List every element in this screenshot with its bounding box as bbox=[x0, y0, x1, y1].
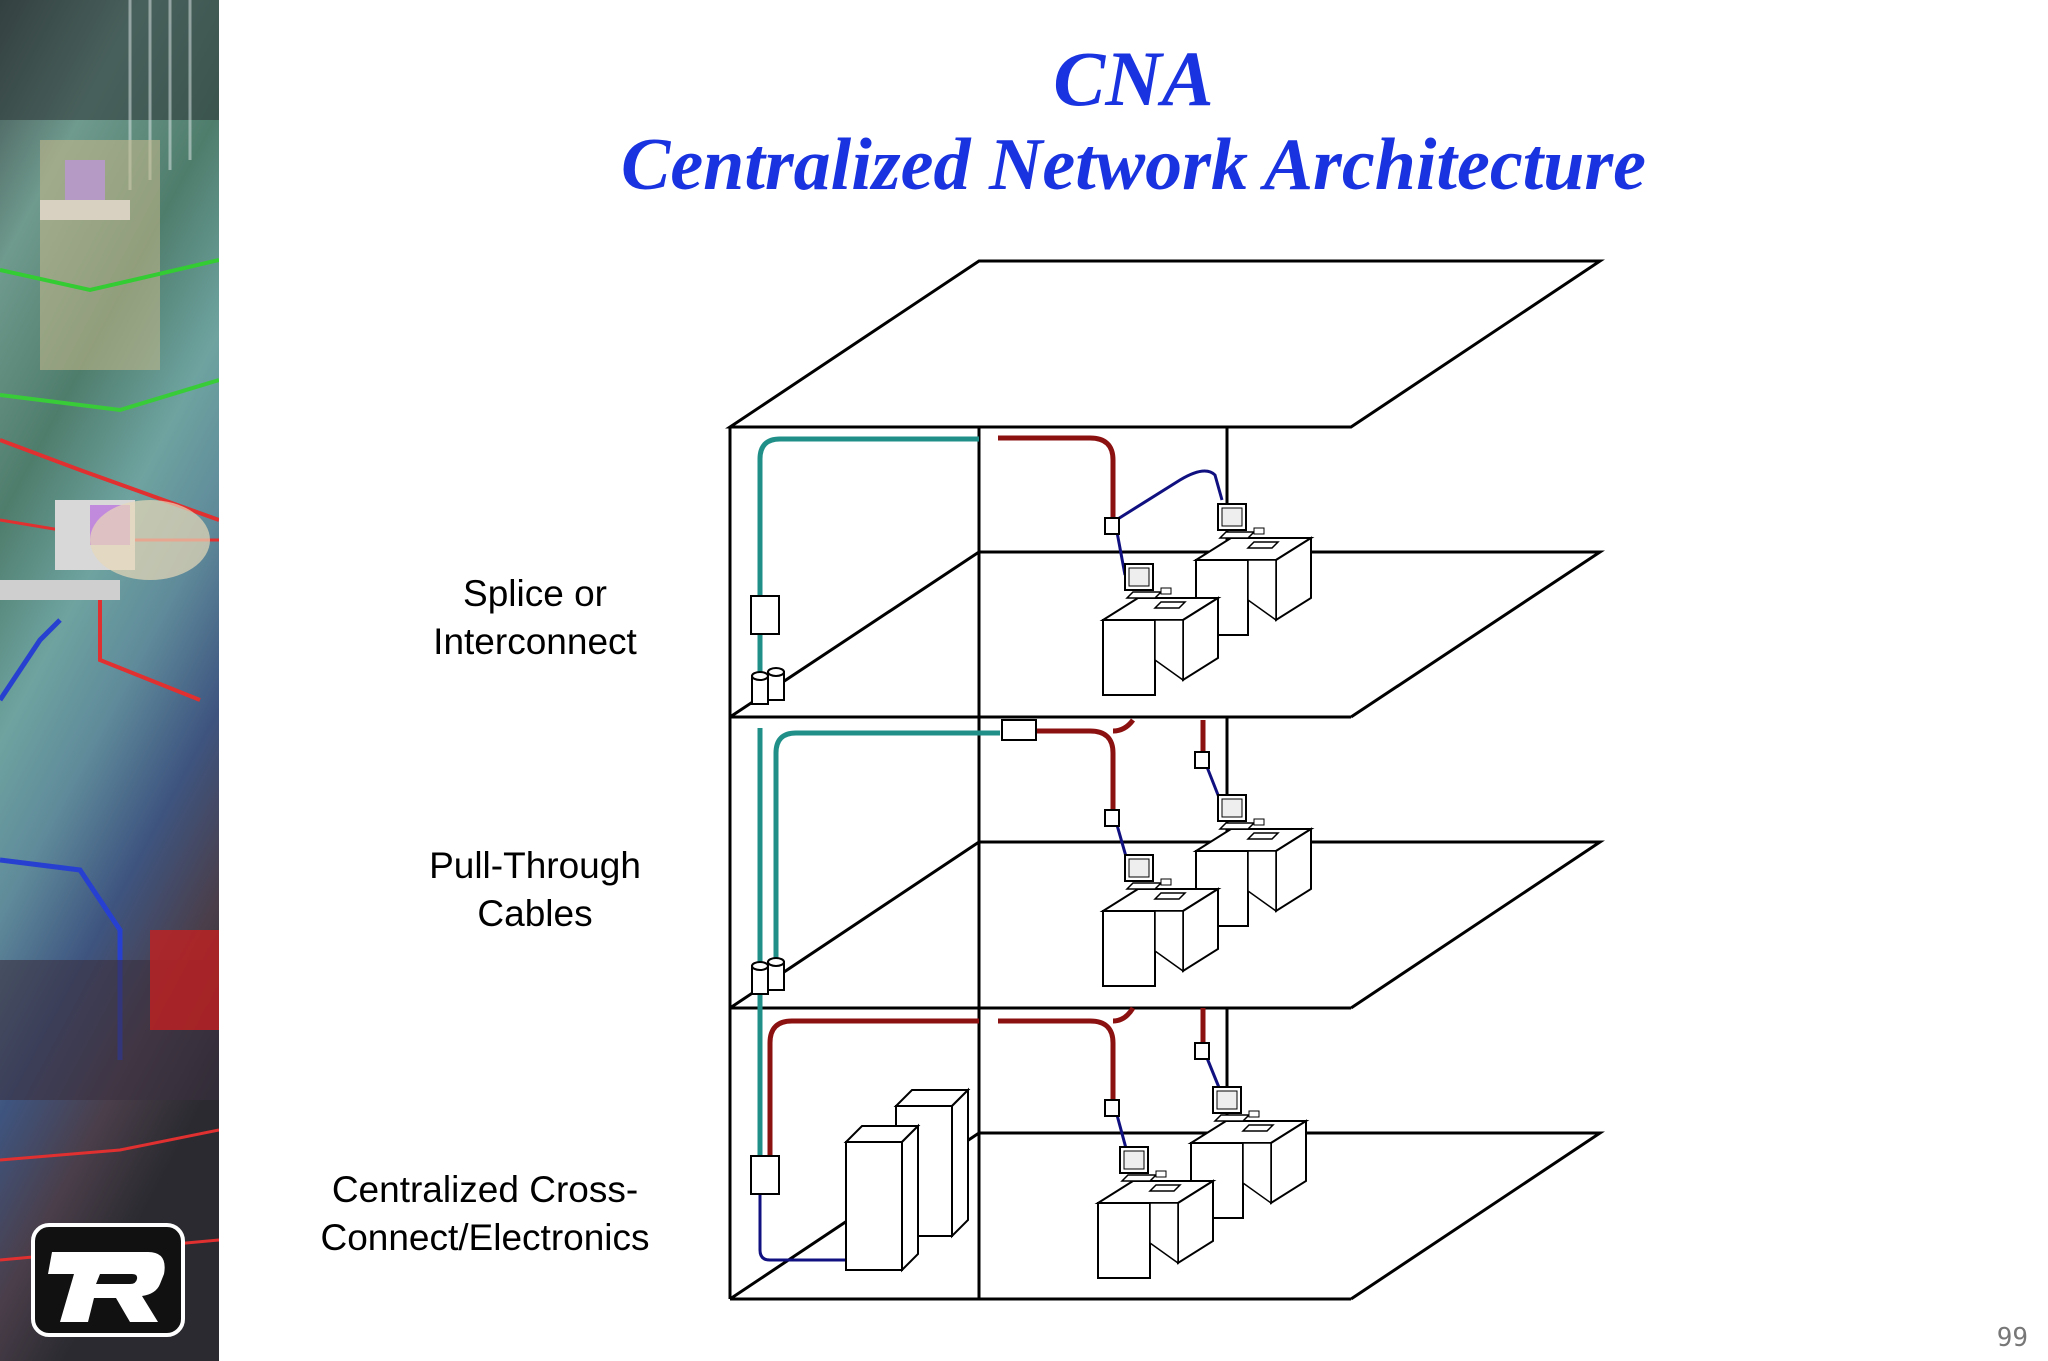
label-centralized-cross-connect: Centralized Cross- Connect/Electronics bbox=[290, 1166, 680, 1262]
horizontal-cables bbox=[767, 435, 1206, 1163]
slide-title: CNA Centralized Network Architecture bbox=[219, 36, 2048, 208]
label-splice-line-2: Interconnect bbox=[433, 621, 637, 662]
label-cross-line-2: Connect/Electronics bbox=[320, 1217, 650, 1258]
label-pull-line-2: Cables bbox=[477, 893, 593, 934]
label-cross-line-1: Centralized Cross- bbox=[331, 1169, 639, 1210]
label-splice-interconnect: Splice or Interconnect bbox=[390, 570, 680, 666]
page-number: 99 bbox=[1996, 1323, 2028, 1353]
workstations bbox=[1097, 503, 1312, 1279]
fiber-backbone bbox=[757, 436, 1000, 1165]
r-logo bbox=[31, 1223, 185, 1337]
title-line-2: Centralized Network Architecture bbox=[620, 124, 1647, 206]
title-line-1: CNA bbox=[1053, 35, 1214, 122]
equipment-racks bbox=[843, 1087, 971, 1273]
label-pull-line-1: Pull-Through bbox=[429, 845, 641, 886]
label-splice-line-1: Splice or bbox=[463, 573, 607, 614]
label-pull-through-cables: Pull-Through Cables bbox=[390, 842, 680, 938]
sidebar-photo bbox=[0, 0, 219, 1361]
cable-spools bbox=[751, 667, 785, 995]
splice-boxes bbox=[750, 517, 1210, 1195]
